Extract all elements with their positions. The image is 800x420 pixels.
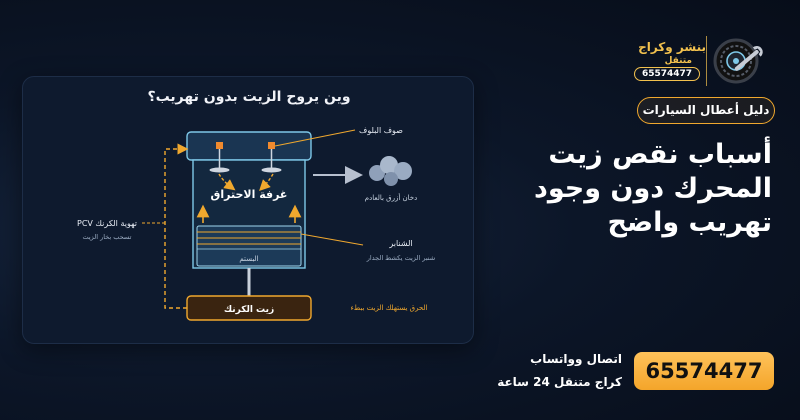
rings-sub-label: شنبر الزيت يكشط الجدار xyxy=(366,254,435,262)
valve-right xyxy=(261,142,282,173)
crankcase-oil-label: زيت الكرنك xyxy=(224,305,274,315)
valve-left xyxy=(209,142,230,173)
headline: أسباب نقص زيت المحرك دون وجود تهريب واضح xyxy=(533,139,772,238)
brand-name: بنشر وكراج xyxy=(638,40,706,54)
piston xyxy=(196,225,302,267)
pcv-path xyxy=(164,143,189,309)
oil-seep-arrow-left xyxy=(218,173,236,191)
pcv-label: تهوية الكرنك PCV xyxy=(77,219,137,228)
diagram-title: وين يروح الزيت بدون تهريب؟ xyxy=(147,89,351,105)
valve-cover-label: صوف البلوف xyxy=(359,126,403,135)
piston-label: البستم xyxy=(239,255,258,263)
logo-divider xyxy=(706,36,707,86)
oil-seep-arrow-right xyxy=(259,173,274,191)
exhaust-label: دخان أزرق بالعادم xyxy=(365,193,417,202)
diagram-card: وين يروح الزيت بدون تهريب؟ xyxy=(22,76,474,344)
brand-subtitle: متنقل xyxy=(664,56,692,66)
phone-button[interactable]: 65574477 xyxy=(634,352,774,390)
contact-title: اتصال وواتساب xyxy=(530,352,622,366)
oil-flow-diagram: غرفة الاحتراق البستم زيت الكرنك تهوية ال… xyxy=(77,126,435,321)
contact-subtitle: كراج متنقل 24 ساعة xyxy=(497,375,622,389)
brand-logo: بنشر وكراج متنقل 65574477 xyxy=(632,36,772,86)
tire-wrench-icon xyxy=(713,38,763,84)
rings-label: الشنابر xyxy=(388,239,412,248)
blue-smoke-icon xyxy=(369,156,412,186)
valve-cover-box xyxy=(186,131,312,161)
pcv-sub-label: تسحب بخار الزيت xyxy=(82,233,131,241)
combustion-chamber-label: غرفة الاحتراق xyxy=(211,188,288,201)
category-badge: دليل أعطال السيارات xyxy=(637,97,775,124)
valve-cover-leader xyxy=(274,129,356,147)
burn-label: الحرق يستهلك الزيت ببطء xyxy=(350,304,427,312)
rings-leader xyxy=(300,233,364,246)
brand-phone[interactable]: 65574477 xyxy=(634,67,700,81)
